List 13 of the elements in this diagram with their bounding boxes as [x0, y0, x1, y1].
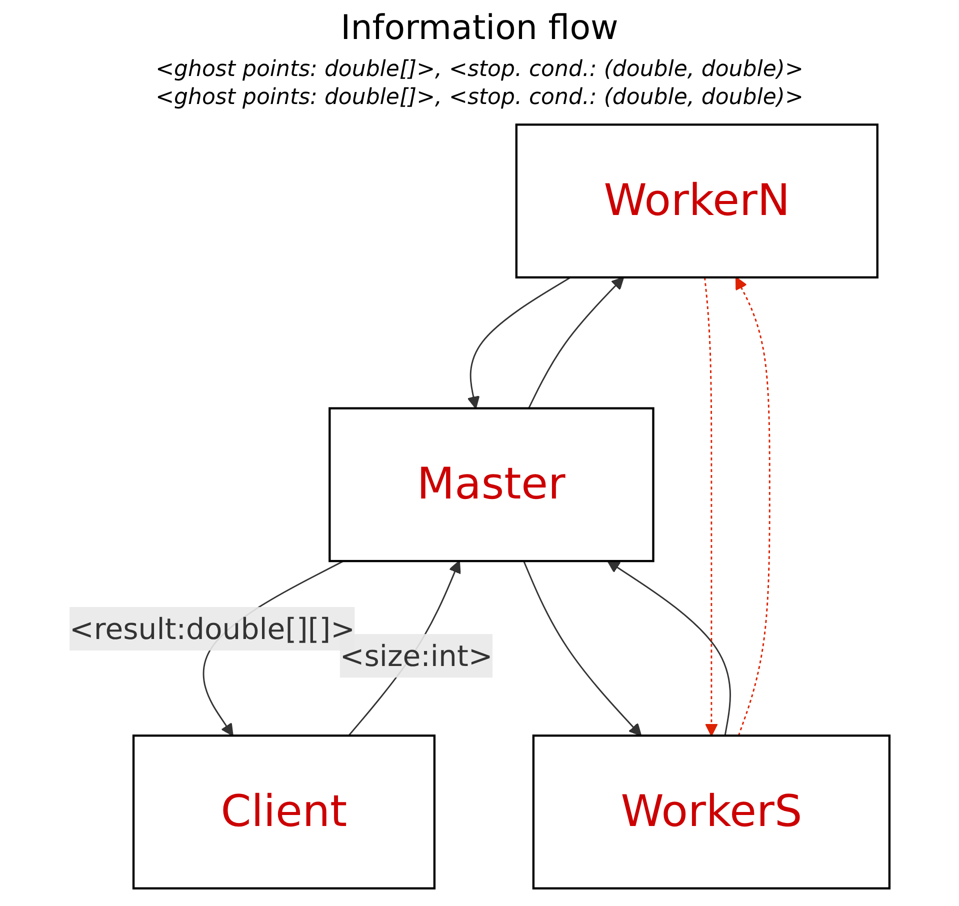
node-box: Client	[132, 734, 436, 890]
node-box: WorkerS	[532, 734, 891, 890]
node-box: Master	[328, 407, 654, 562]
arrow	[735, 276, 770, 736]
arrow	[523, 560, 642, 736]
diagram-title: Information flow	[340, 8, 618, 48]
arrow	[607, 560, 731, 736]
note-text: <ghost points: double[]>, <stop. cond.: (double, double)>	[156, 57, 804, 82]
arrow	[467, 276, 571, 409]
arrow	[528, 276, 624, 409]
node-box: WorkerN	[515, 124, 878, 278]
arrow	[704, 277, 718, 736]
note-text: <ghost points: double[]>, <stop. cond.: (double, double)>	[156, 85, 804, 110]
